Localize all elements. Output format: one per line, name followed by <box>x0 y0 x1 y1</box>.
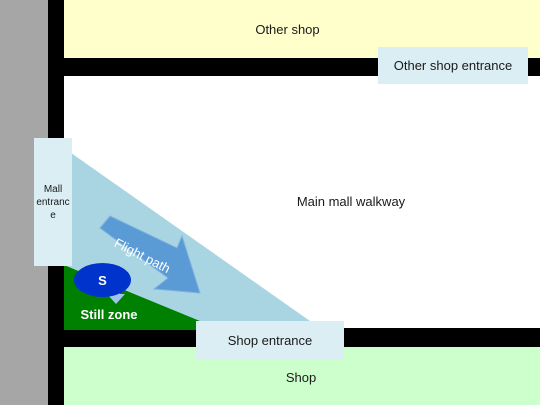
main-walkway-label: Main mall walkway <box>296 194 406 209</box>
mall-entrance-label: Mall entrance <box>36 183 70 221</box>
shop-label: Shop <box>285 370 317 385</box>
still-zone-marker: S <box>74 263 131 297</box>
other-shop-label: Other shop <box>255 22 320 37</box>
still-zone-label: Still zone <box>80 307 138 322</box>
mall-entrance: Mall entrance <box>34 138 72 266</box>
still-zone-pointer <box>107 286 125 304</box>
other-shop-entrance: Other shop entrance <box>378 47 528 84</box>
shop-entrance: Shop entrance <box>196 321 344 360</box>
shop-entrance-label: Shop entrance <box>227 333 313 348</box>
still-zone-marker-label: S <box>98 272 107 288</box>
other-shop-entrance-label: Other shop entrance <box>393 58 513 73</box>
flight-path-arrow <box>99 215 201 294</box>
